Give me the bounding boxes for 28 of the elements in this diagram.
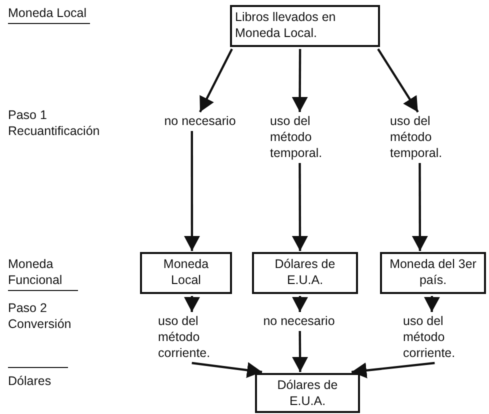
arrow <box>412 163 428 251</box>
arrow <box>184 131 200 251</box>
row-label: Paso 1 Recuantificación <box>8 107 101 139</box>
row-label: Dólares <box>8 367 68 389</box>
arrow <box>292 49 308 112</box>
step-text: uso del método temporal. <box>270 113 332 161</box>
row-label: Moneda Local <box>8 5 90 24</box>
arrow <box>292 163 308 251</box>
step-text: no necesario <box>155 113 245 129</box>
arrow <box>192 362 262 378</box>
process-box: Moneda del 3er país. <box>380 252 486 294</box>
row-label: Paso 2 Conversión <box>8 300 72 332</box>
arrow <box>199 48 233 112</box>
arrow <box>184 296 200 312</box>
arrow <box>377 48 419 113</box>
process-box: Dólares de E.U.A. <box>255 373 360 413</box>
arrow <box>292 331 308 372</box>
process-box: Libros llevados en Moneda Local. <box>230 5 380 47</box>
arrow <box>351 362 435 378</box>
arrow <box>424 296 440 312</box>
step-text: uso del método corriente. <box>158 313 230 361</box>
row-label: Moneda Funcional <box>8 256 78 291</box>
arrow <box>292 296 308 312</box>
process-box: Moneda Local <box>140 252 232 294</box>
process-box: Dólares de E.U.A. <box>252 252 358 294</box>
step-text: no necesario <box>256 313 342 329</box>
step-text: uso del método corriente. <box>403 313 475 361</box>
step-text: uso del método temporal. <box>390 113 452 161</box>
